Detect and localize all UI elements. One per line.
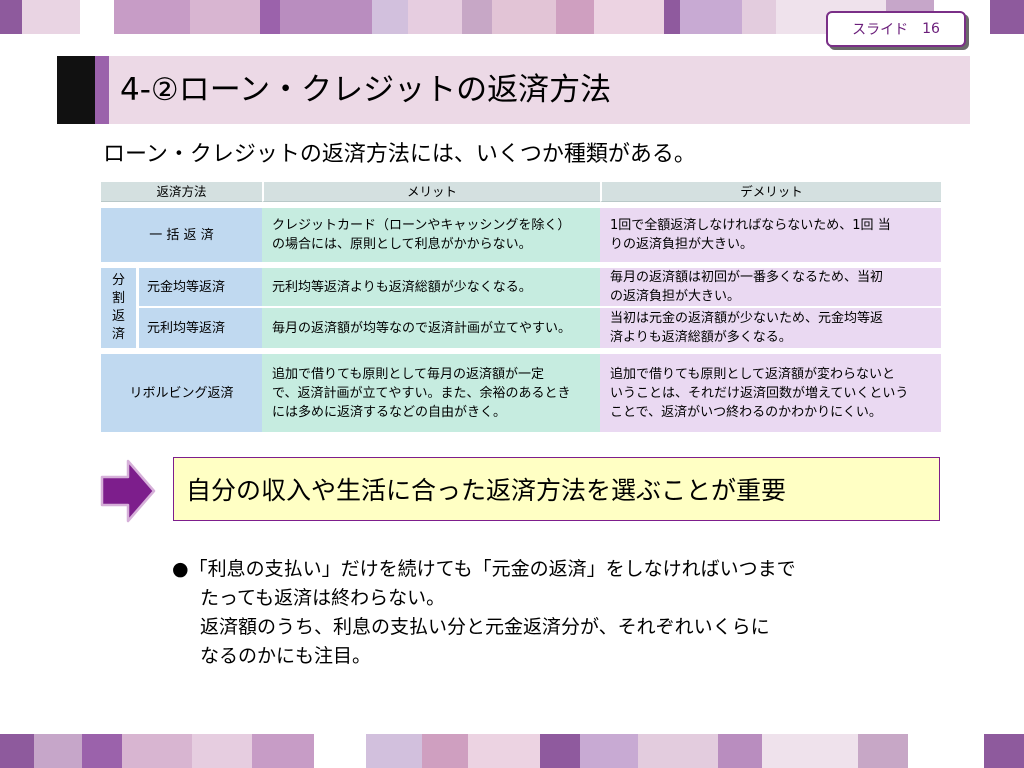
merit-lump-sum: クレジットカード（ローンやキャッシングを除く） の場合には、原則として利息がかか…: [262, 208, 601, 262]
slide-label: スライド: [852, 22, 909, 38]
key-message-box: 自分の収入や生活に合った返済方法を選ぶことが重要: [173, 457, 940, 521]
demerit-lump-sum: 1回で全額返済しなければならないため、1回 当 りの返済負担が大きい。: [600, 208, 942, 262]
header-merit: メリット: [262, 182, 601, 202]
title-accent-purple: [95, 56, 109, 124]
demerit-equal-principal: 毎月の返済額は初回が一番多くなるため、当初 の返済負担が大きい。: [600, 268, 942, 308]
table-row-lump-sum: 一 括 返 済 クレジットカード（ローンやキャッシングを除く） の場合には、原則…: [101, 208, 942, 262]
method-equal-principal: 元金均等返済: [139, 268, 263, 308]
table-header-row: 返済方法 メリット デメリット: [101, 182, 942, 202]
bottom-decorative-stripe: [0, 734, 1024, 768]
intro-text: ローン・クレジットの返済方法には、いくつか種類がある。: [103, 142, 696, 167]
header-method: 返済方法: [101, 182, 263, 202]
table-row-equal-principal: 分 割 返 済 元金均等返済 元利均等返済よりも返済総額が少なくなる。 毎月の返…: [101, 268, 942, 348]
title-accent-black: [57, 56, 95, 124]
table-row-equal-payment: 元利均等返済 毎月の返済額が均等なので返済計画が立てやすい。 当初は元金の返済額…: [101, 308, 942, 348]
page-title: 4-②ローン・クレジットの返済方法: [120, 72, 612, 108]
method-installment-group: 分 割 返 済: [101, 268, 139, 348]
method-lump-sum: 一 括 返 済: [101, 208, 263, 262]
slide-number-badge: スライド 16: [826, 11, 966, 47]
slide-number: 16: [922, 21, 940, 37]
merit-revolving: 追加で借りても原則として毎月の返済額が一定 で、返済計画が立てやすい。また、余裕…: [262, 354, 601, 432]
method-equal-payment: 元利均等返済: [139, 308, 263, 348]
key-message-text: 自分の収入や生活に合った返済方法を選ぶことが重要: [186, 476, 787, 505]
right-arrow-icon: [100, 459, 156, 523]
merit-equal-payment: 毎月の返済額が均等なので返済計画が立てやすい。: [262, 308, 601, 348]
demerit-revolving: 追加で借りても原則として返済額が変わらないと いうことは、それだけ返済回数が増え…: [600, 354, 942, 432]
demerit-equal-payment: 当初は元金の返済額が少ないため、元金均等返 済よりも返済総額が多くなる。: [600, 308, 942, 348]
note-line-1: ●「利息の支払い」だけを続けても「元金の返済」をしなければいつまで: [172, 558, 796, 580]
note-line-3: 返済額のうち、利息の支払い分と元金返済分が、それぞれいくらに: [200, 616, 770, 638]
note-line-2: たっても返済は終わらない。: [200, 587, 446, 609]
title-bar: 4-②ローン・クレジットの返済方法: [57, 56, 970, 124]
header-demerit: デメリット: [600, 182, 942, 202]
table-row-revolving: リボルビング返済 追加で借りても原則として毎月の返済額が一定 で、返済計画が立て…: [101, 354, 942, 432]
notes-block: ●「利息の支払い」だけを続けても「元金の返済」をしなければいつまで たっても返済…: [172, 555, 796, 671]
note-line-4: なるのかにも注目。: [200, 645, 372, 667]
method-revolving: リボルビング返済: [101, 354, 263, 432]
merit-equal-principal: 元利均等返済よりも返済総額が少なくなる。: [262, 268, 601, 308]
repayment-methods-table: 返済方法 メリット デメリット 一 括 返 済 クレジットカード（ローンやキャッ…: [101, 182, 942, 432]
